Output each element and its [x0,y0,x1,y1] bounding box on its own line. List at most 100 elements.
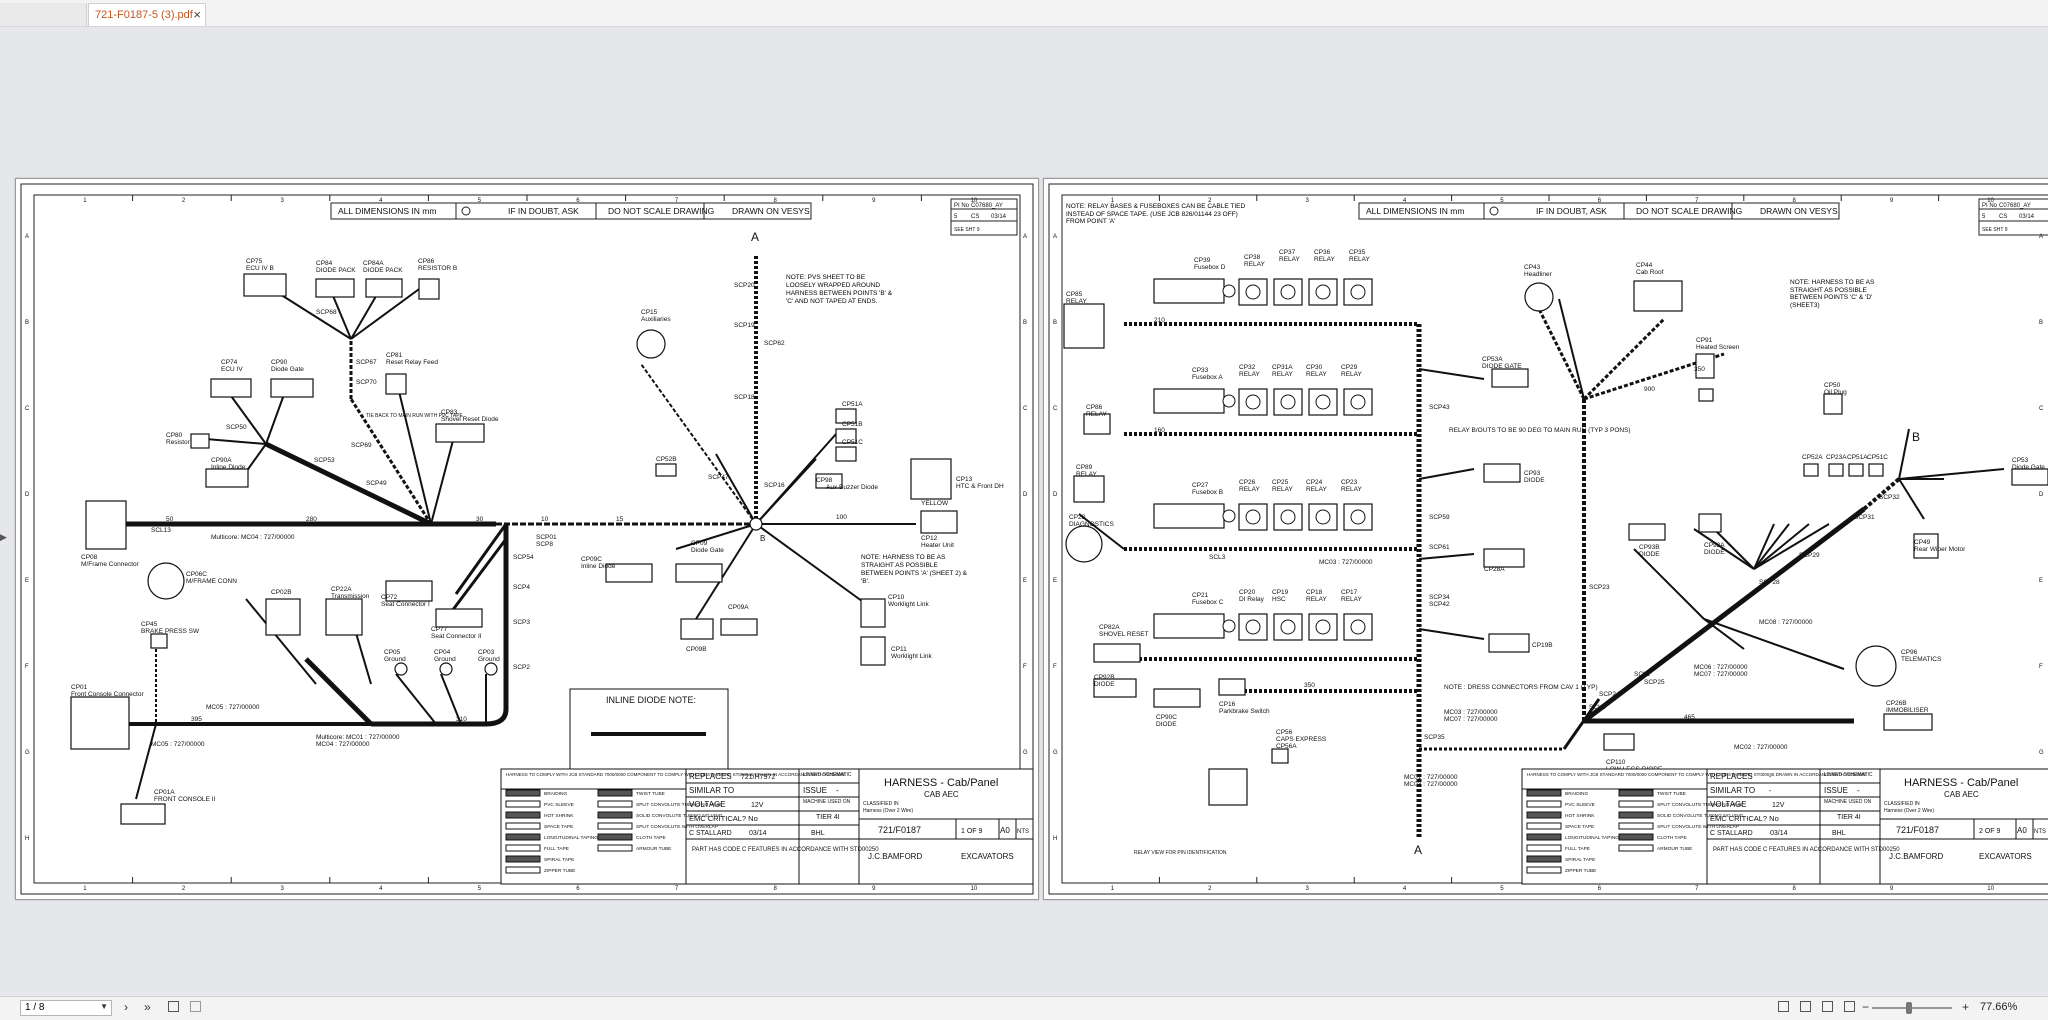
two-page-view-icon[interactable] [1822,1001,1833,1012]
svg-text:Worklight Link: Worklight Link [888,601,929,608]
grid-row-label: E [1053,578,1057,584]
status-bar: 1 / 8 ▼ › » − + 77.66% [0,996,2048,1020]
svg-text:CP56A: CP56A [1276,743,1297,750]
svg-text:REPLACES: REPLACES [689,772,732,781]
rotate-icon[interactable] [168,1001,179,1012]
legend-swatch [1526,833,1562,841]
svg-text:A: A [1414,843,1422,857]
svg-text:CP30: CP30 [1306,364,1323,371]
last-page-icon[interactable]: » [144,1000,151,1014]
svg-text:SCP32: SCP32 [1879,494,1900,501]
svg-text:RELAY: RELAY [1349,256,1370,263]
svg-text:CP91: CP91 [1696,337,1713,344]
relay-symbol [1343,388,1373,416]
svg-text:CP51A: CP51A [842,401,863,408]
grid-col-label: 9 [872,886,876,892]
svg-text:CP26B: CP26B [1886,700,1907,707]
svg-text:SCP16: SCP16 [764,482,785,489]
legend-swatch [597,789,633,797]
grid-col-label: 5 [478,886,482,892]
svg-text:CP72: CP72 [381,594,398,601]
svg-text:LINKED SCHEMATIC: LINKED SCHEMATIC [1824,772,1873,778]
svg-text:SCP4: SCP4 [513,584,530,591]
svg-text:CP19: CP19 [1272,589,1289,596]
zoom-slider[interactable] [1872,1007,1952,1009]
legend-label: SPLIT CONVOLUTE TUBING NO VING [636,802,722,808]
svg-text:MC01 : 727/00000: MC01 : 727/00000 [1404,774,1458,781]
relay-icon [1245,619,1261,635]
page-number-select[interactable]: 1 / 8 ▼ [20,1000,112,1016]
note-straight: NOTE: HARNESS TO BE AS STRAIGHT AS POSSI… [1790,279,1875,309]
legend-swatch [505,866,541,874]
relay-icon [1280,394,1296,410]
svg-text:-: - [1857,786,1860,795]
legend-swatch [1618,811,1654,819]
copy-page-icon[interactable] [190,1001,201,1012]
svg-text:EMC CRITICAL? No: EMC CRITICAL? No [1710,814,1779,823]
svg-text:CP43: CP43 [1524,264,1541,271]
svg-text:Harness (Over 2 Wire): Harness (Over 2 Wire) [863,808,913,814]
svg-text:MC07 : 727/00000: MC07 : 727/00000 [1694,671,1748,678]
svg-text:CP24: CP24 [1306,479,1323,486]
svg-text:SCP42: SCP42 [1429,601,1450,608]
single-page-view-icon[interactable] [1778,1001,1789,1012]
svg-text:Inline Diode: Inline Diode [581,563,616,570]
svg-text:EXCAVATORS: EXCAVATORS [1979,852,2032,861]
document-viewport[interactable]: ▶ 1122334455667788991010AABBCCDDEEFFGGHH… [0,27,2048,994]
zoom-level[interactable]: 77.66% [1980,1001,2018,1013]
two-page-continuous-icon[interactable] [1844,1001,1855,1012]
zoom-in-button[interactable]: + [1962,1000,1970,1014]
tab-blank[interactable] [0,3,87,26]
svg-text:SCL13: SCL13 [151,527,171,534]
svg-text:CP90A: CP90A [211,457,232,464]
chevron-down-icon: ▼ [100,1002,108,1011]
svg-text:CP23: CP23 [1341,479,1358,486]
continuous-view-icon[interactable] [1800,1001,1811,1012]
next-page-icon[interactable]: › [124,1000,128,1014]
legend-swatch [1526,789,1562,797]
svg-text:Reset Relay Feed: Reset Relay Feed [386,359,438,366]
grid-col-label: 9 [1890,198,1894,204]
svg-text:NOTE : DRESS CONNECTORS FROM C: NOTE : DRESS CONNECTORS FROM CAV 1 (TYP) [1444,684,1598,691]
svg-text:CS: CS [971,214,979,220]
svg-text:CP32: CP32 [1239,364,1256,371]
svg-text:SCP3: SCP3 [513,619,530,626]
legend-label: LONGITUDINAL TAPING [1565,835,1619,841]
svg-text:5: 5 [954,214,958,220]
svg-text:03/14: 03/14 [1770,830,1788,837]
svg-text:IMMOBILISER: IMMOBILISER [1886,707,1929,714]
svg-text:Resistor: Resistor [166,439,191,446]
svg-text:DIAGNOSTICS: DIAGNOSTICS [1069,521,1114,528]
legend-label: SOLID CONVOLUTE TUBING NO VING [636,813,723,819]
grid-col-label: 6 [1598,886,1602,892]
tab-document[interactable]: 721-F0187-5 (3).pdf × [88,3,206,26]
svg-text:MC02 : 727/00000: MC02 : 727/00000 [1734,744,1788,751]
svg-text:C07680_AY: C07680_AY [1999,203,2031,209]
grid-row-label: B [1023,320,1027,326]
zoom-out-button[interactable]: − [1862,1000,1870,1014]
close-icon[interactable]: × [193,7,201,22]
legend-label: LONGITUDINAL TAPING [544,835,598,841]
svg-text:2 OF 9: 2 OF 9 [1979,828,2001,835]
svg-text:SCP53: SCP53 [314,457,335,464]
svg-text:CP93: CP93 [1524,470,1541,477]
grid-row-label: G [2039,750,2044,756]
grid-col-label: 7 [1695,198,1699,204]
svg-text:RELAY: RELAY [1272,486,1293,493]
svg-text:Fusebox A: Fusebox A [1192,374,1223,381]
svg-text:Oil Plug: Oil Plug [1824,389,1847,396]
svg-text:CP37: CP37 [1279,249,1296,256]
grid-col-label: 8 [1793,198,1797,204]
svg-text:395: 395 [191,716,202,723]
zoom-slider-thumb[interactable] [1906,1002,1912,1014]
svg-text:TELEMATICS: TELEMATICS [1901,656,1942,663]
sidebar-toggle-icon[interactable]: ▶ [0,532,7,542]
legend-swatch [597,833,633,841]
svg-text:HARNESS TO COMPLY WITH JCB STA: HARNESS TO COMPLY WITH JCB STANDARD 7000… [1527,772,1867,777]
svg-text:Auxiliaries: Auxiliaries [641,316,671,323]
grid-row-label: E [2039,578,2043,584]
grid-row-label: D [25,492,30,498]
relay-symbol [1308,503,1338,531]
svg-text:CP33: CP33 [1192,367,1209,374]
relay-icon [1350,394,1366,410]
